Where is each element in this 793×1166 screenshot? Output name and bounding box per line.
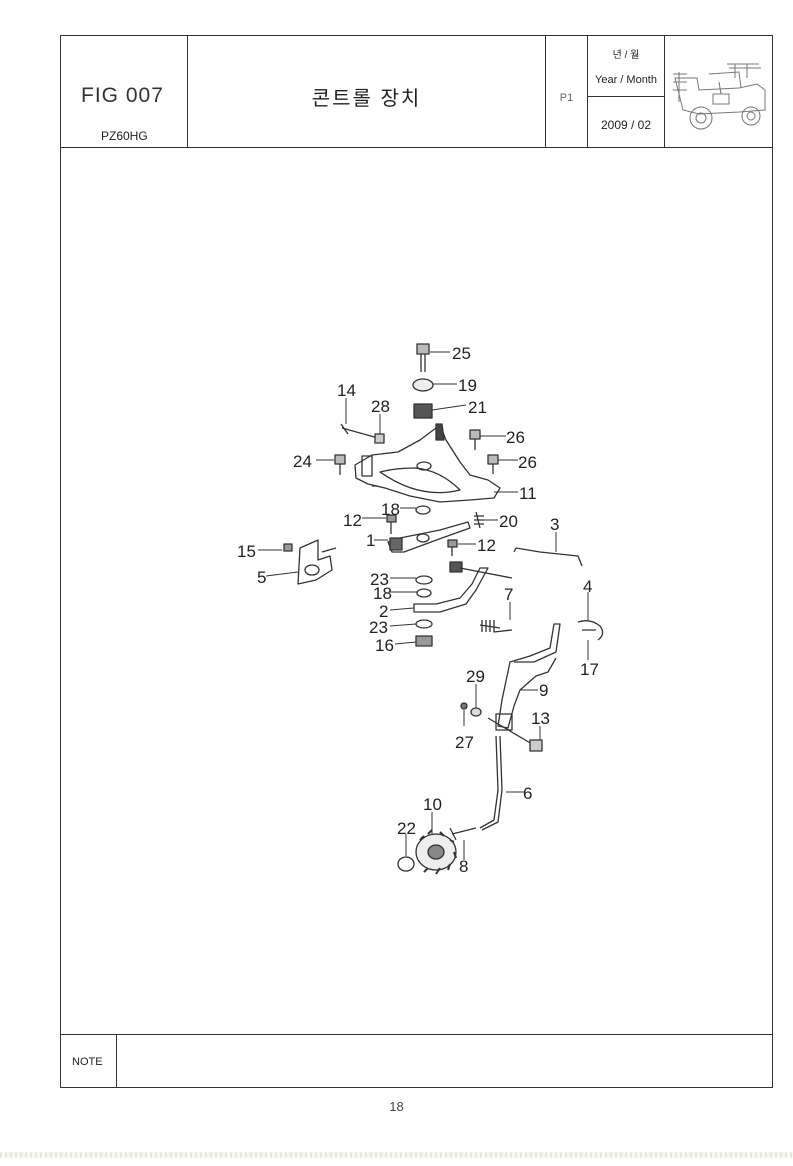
title-cell: 콘트롤 장치: [188, 36, 546, 147]
machine-thumbnail-icon: [673, 63, 766, 130]
callout-label: 8: [459, 857, 468, 876]
page-code: P1: [559, 92, 574, 104]
callout-label: 21: [468, 398, 487, 417]
callout-label: 14: [337, 381, 356, 400]
callout-label: 26: [518, 453, 537, 472]
washer-part: [412, 378, 434, 392]
nut-part: [460, 702, 468, 710]
bolt-part: [447, 539, 458, 548]
callout-label: 13: [531, 709, 550, 728]
washer-part: [415, 505, 431, 515]
page-code-cell: P1: [546, 36, 588, 147]
spring-part: [474, 511, 484, 529]
fig-cell: FIG 007 PZ60HG: [61, 36, 188, 147]
machine-thumbnail-cell: [665, 36, 772, 147]
callout-label: 18: [381, 500, 400, 519]
washer-part: [416, 588, 432, 598]
bolt-part: [334, 454, 346, 475]
callout-label: 23: [369, 618, 388, 637]
washer-part: [470, 707, 482, 717]
scan-artifact: [0, 1152, 793, 1158]
callout-label: 10: [423, 795, 442, 814]
bolt-part: [449, 827, 477, 841]
callout-label: 23: [370, 570, 389, 589]
callout-label: 26: [506, 428, 525, 447]
note-row: NOTE: [61, 1034, 772, 1088]
arm-part: [413, 567, 489, 613]
page-title: 콘트롤 장치: [311, 88, 422, 110]
callout-label: 16: [375, 636, 394, 655]
callout-label: 6: [523, 784, 532, 803]
plate-bracket-part: [297, 539, 333, 585]
nut-part: [374, 433, 385, 444]
callout-label: 24: [293, 452, 312, 471]
bolt-part: [487, 454, 499, 474]
note-label: NOTE: [72, 1056, 103, 1068]
callout-label: 18: [373, 584, 392, 603]
date-label-kr: 년 / 월: [612, 50, 640, 61]
clip-part: [577, 620, 604, 641]
date-label-en: Year / Month: [595, 74, 657, 86]
model-code: PZ60HG: [101, 129, 148, 143]
callout-label: 27: [455, 733, 474, 752]
rod-part: [479, 735, 503, 831]
collar-part: [413, 403, 433, 419]
nut-part: [415, 635, 433, 647]
washer-part: [397, 856, 415, 872]
callout-label: 20: [499, 512, 518, 531]
callout-label: 12: [343, 511, 362, 530]
callout-label: 15: [237, 542, 256, 561]
washer-part: [415, 575, 433, 585]
note-label-cell: NOTE: [61, 1035, 117, 1088]
spring-part: [479, 620, 513, 633]
washer-part: [415, 619, 433, 629]
bolt-part: [469, 429, 481, 450]
callout-label: 29: [466, 667, 485, 686]
long-bolt-part: [340, 423, 379, 439]
fig-number: FIG 007: [81, 84, 164, 107]
callout-label: 28: [371, 397, 390, 416]
callout-label: 25: [452, 344, 471, 363]
callout-label: 9: [539, 681, 548, 700]
callout-label: 19: [458, 376, 477, 395]
callout-label: 11: [519, 484, 537, 503]
callout-label: 12: [477, 536, 496, 555]
callout-label: 4: [583, 577, 592, 596]
rod-part: [513, 547, 583, 567]
main-bracket-part: [354, 424, 501, 503]
bolt-part: [386, 514, 397, 523]
callout-label: 17: [580, 660, 599, 679]
bolt-part: [487, 717, 533, 745]
callout-label: 5: [257, 568, 266, 587]
callout-label: 3: [550, 515, 559, 534]
callout-label: 7: [504, 585, 513, 604]
page-frame: FIG 007 PZ60HG 콘트롤 장치 P1 년 / 월 Year / Mo…: [60, 35, 773, 1088]
date-cell: 년 / 월 Year / Month 2009 / 02: [588, 36, 665, 147]
callout-label: 2: [379, 602, 388, 621]
leader-lines: [258, 351, 589, 860]
page-number: 18: [389, 1099, 404, 1114]
date-label-box: 년 / 월 Year / Month: [588, 36, 664, 97]
header-row: FIG 007 PZ60HG 콘트롤 장치 P1 년 / 월 Year / Mo…: [61, 36, 772, 148]
pedal-lever-part: [497, 623, 561, 729]
callout-labels: 25 19 14 28 21 26 24 26 11 18 12 20 3 1 …: [237, 344, 599, 876]
knob-part: [415, 829, 457, 875]
callout-label: 22: [397, 819, 416, 838]
callout-label: 1: [366, 531, 375, 550]
bolt-part: [416, 343, 430, 372]
date-value: 2009 / 02: [600, 118, 652, 132]
